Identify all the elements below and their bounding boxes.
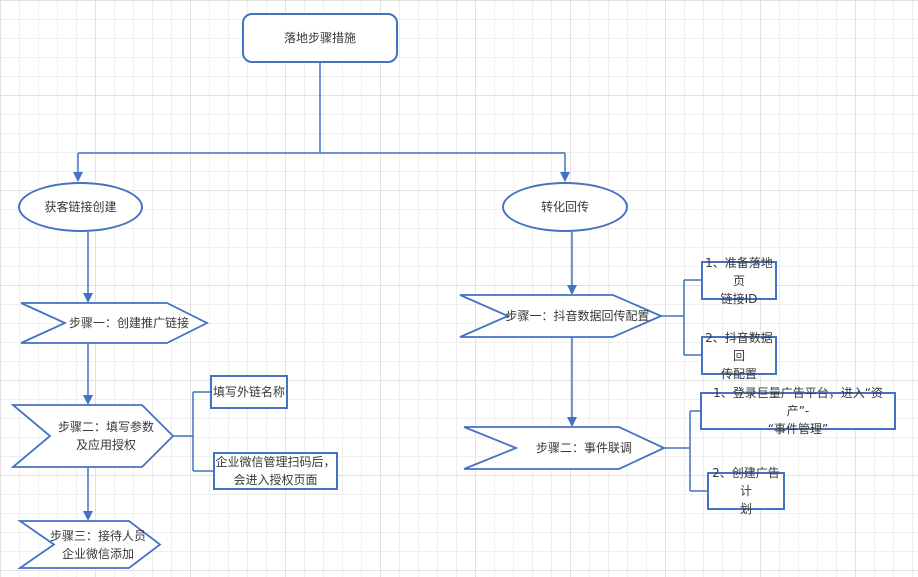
connector-root-trunk[interactable] <box>78 63 565 154</box>
node-right-step2-label: 步骤二：事件联调 <box>535 441 632 455</box>
note-create-ad-plan-line2: 划 <box>739 502 752 516</box>
arrow-left-step1-to-step2[interactable] <box>83 343 93 405</box>
node-left-step3-label-line1: 步骤三：接待人员 <box>49 528 146 543</box>
note-create-ad-plan-line1: 2、创建广告计 <box>712 466 780 498</box>
note-prepare-landing-id-line2: 链接ID <box>720 291 758 306</box>
node-left-step3-label-line2: 企业微信添加 <box>61 546 134 561</box>
node-left-step1[interactable]: 步骤一：创建推广链接 <box>20 302 210 344</box>
node-root-label: 落地步骤措施 <box>283 31 356 45</box>
node-left-title[interactable]: 获客链接创建 <box>18 182 143 232</box>
arrow-right-title-to-step1[interactable] <box>567 232 577 295</box>
node-left-title-label: 获客链接创建 <box>44 200 117 214</box>
node-right-title[interactable]: 转化回传 <box>502 182 628 232</box>
note-douyin-postback-line1: 2、抖音数据回 <box>705 330 773 363</box>
chevron-shape <box>459 294 664 338</box>
note-prepare-landing-id-line1: 1、准备落地页 <box>705 255 773 288</box>
chevron-shape <box>20 302 210 344</box>
node-left-step3[interactable]: 步骤三：接待人员 企业微信添加 <box>17 520 162 569</box>
node-left-step1-label: 步骤一：创建推广链接 <box>68 316 189 330</box>
note-wechat-scan-label-line1: 企业微信管理扫码后， <box>215 455 336 469</box>
node-right-step1[interactable]: 步骤一：抖音数据回传配置 <box>459 294 664 338</box>
note-fill-link-name-label: 填写外链名称 <box>212 385 285 399</box>
note-prepare-landing-id[interactable]: 1、准备落地页 链接ID <box>701 256 777 306</box>
note-wechat-scan[interactable]: 企业微信管理扫码后， 会进入授权页面 <box>213 452 338 490</box>
note-login-platform-line2: “事件管理” <box>767 422 829 436</box>
node-left-step2[interactable]: 步骤二：填写参数 及应用授权 <box>10 404 175 468</box>
chevron-shape <box>10 404 175 468</box>
node-right-step1-label: 步骤一：抖音数据回传配置 <box>505 309 650 323</box>
node-root[interactable]: 落地步骤措施 <box>242 13 398 63</box>
arrow-left-step2-to-step3[interactable] <box>83 467 93 521</box>
note-douyin-postback[interactable]: 2、抖音数据回 传配置 <box>701 331 777 381</box>
arrow-to-right-title[interactable] <box>560 153 570 182</box>
note-wechat-scan-label-line2: 会进入授权页面 <box>233 473 318 487</box>
note-login-platform[interactable]: 1、登录巨量广告平台，进入“资产”- “事件管理” <box>700 386 896 436</box>
note-create-ad-plan[interactable]: 2、创建广告计 划 <box>707 466 785 516</box>
bracket-left-step2-notes[interactable] <box>173 391 213 472</box>
node-right-title-label: 转化回传 <box>540 200 589 214</box>
bracket-right-step2-notes[interactable] <box>664 410 707 492</box>
arrow-right-step1-to-step2[interactable] <box>567 337 577 427</box>
chevron-shape <box>17 520 162 569</box>
bracket-right-step1-notes[interactable] <box>661 279 701 356</box>
note-login-platform-line1: 1、登录巨量广告平台，进入“资产”- <box>713 386 883 418</box>
chevron-shape <box>463 426 667 470</box>
note-fill-link-name[interactable]: 填写外链名称 <box>210 375 288 409</box>
arrow-left-title-to-step1[interactable] <box>83 232 93 303</box>
note-douyin-postback-line2: 传配置 <box>720 366 757 381</box>
node-left-step2-label-line1: 步骤二：填写参数 <box>57 420 154 434</box>
node-left-step2-label-line2: 及应用授权 <box>75 438 136 452</box>
node-right-step2[interactable]: 步骤二：事件联调 <box>463 426 667 470</box>
arrow-to-left-title[interactable] <box>73 153 83 182</box>
